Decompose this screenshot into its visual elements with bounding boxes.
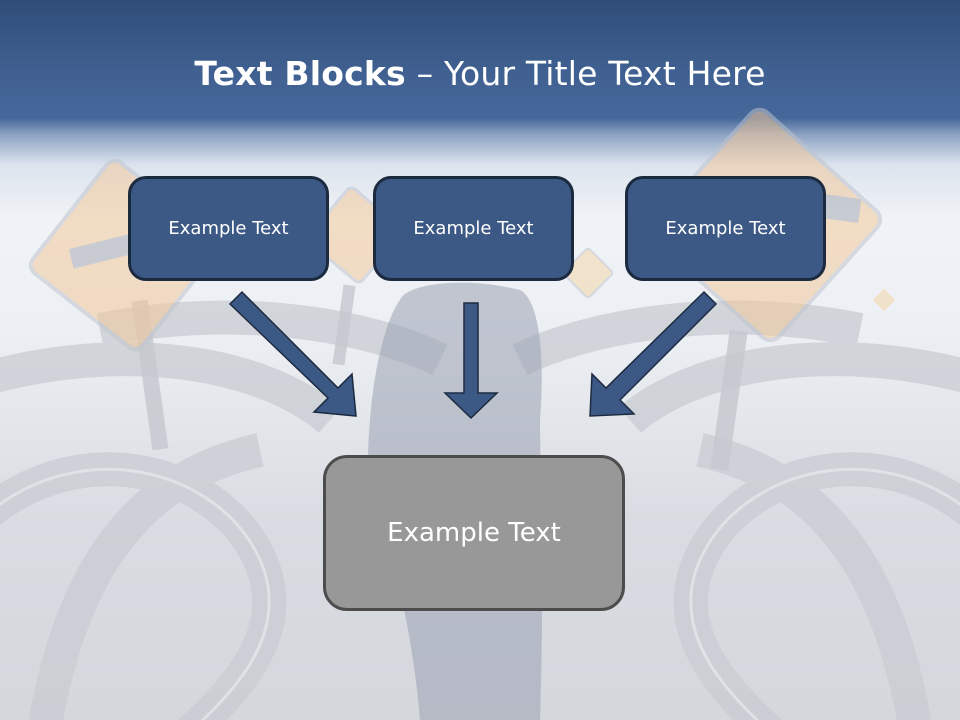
text-block-1-label: Example Text — [168, 218, 289, 239]
text-block-3[interactable]: Example Text — [625, 176, 826, 281]
result-text-block[interactable]: Example Text — [323, 455, 625, 611]
text-block-2[interactable]: Example Text — [373, 176, 574, 281]
text-block-1[interactable]: Example Text — [128, 176, 329, 281]
text-block-3-label: Example Text — [665, 218, 786, 239]
slide-title-dash: – — [405, 54, 444, 93]
text-block-2-label: Example Text — [413, 218, 534, 239]
slide-title-rest: Your Title Text Here — [443, 54, 766, 93]
slide-title-bold: Text Blocks — [194, 54, 406, 93]
result-text-block-label: Example Text — [387, 518, 561, 548]
slide-title: Text Blocks – Your Title Text Here — [0, 54, 960, 93]
